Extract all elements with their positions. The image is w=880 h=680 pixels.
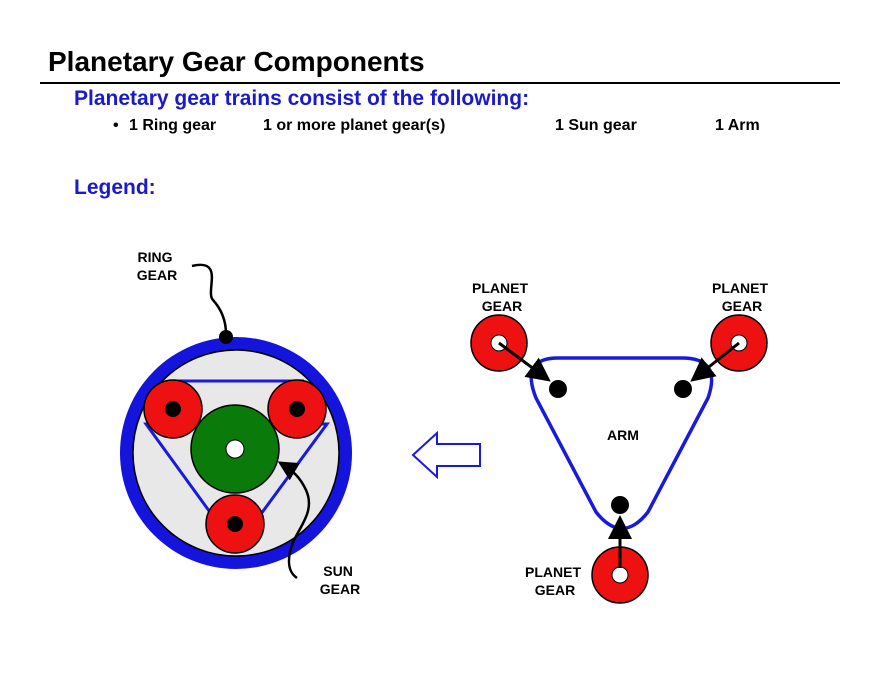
ring-gear-label: RING GEAR [137,249,177,283]
planet-gear-bottom [205,494,265,554]
ring-gear-pointer [191,263,228,335]
exploded-gear-set: ARM PLANET GEAR PLANET GEAR PLANET GEAR [470,280,772,604]
sun-gear [190,404,280,494]
legend-heading: Legend: [74,176,156,199]
component-sun-gear: 1 Sun gear [555,117,637,134]
arm-label: ARM [607,427,639,443]
list-bullet: • [113,117,119,134]
planet-arrow-right [690,341,740,382]
planet-gear-right [267,379,327,439]
ring-gear-pointer-dot [219,330,233,344]
page-title: Planetary Gear Components [48,46,425,77]
component-arm: 1 Arm [715,117,760,134]
subtitle: Planetary gear trains consist of the fol… [74,87,530,110]
planet-gear-label-bottom: PLANET GEAR [525,564,585,598]
assembled-gear-set: RING GEAR SUN GEAR [120,249,360,597]
component-planet-gears: 1 or more planet gear(s) [263,117,446,134]
planet-gear-bottom-exploded [591,546,649,604]
arm-pin-left [549,380,567,398]
planet-arrow-left [498,341,551,382]
arm-pin-right [674,380,692,398]
arm-pin-bottom [611,496,629,514]
planet-gear-left [143,379,203,439]
planet-gear-label-right: PLANET GEAR [712,280,772,314]
component-ring-gear: 1 Ring gear [129,117,217,134]
hollow-left-arrow [411,430,481,480]
planet-gear-label-left: PLANET GEAR [472,280,532,314]
sun-gear-label: SUN GEAR [320,563,360,597]
sun-gear-pointer [277,461,311,580]
title-divider [40,82,840,84]
